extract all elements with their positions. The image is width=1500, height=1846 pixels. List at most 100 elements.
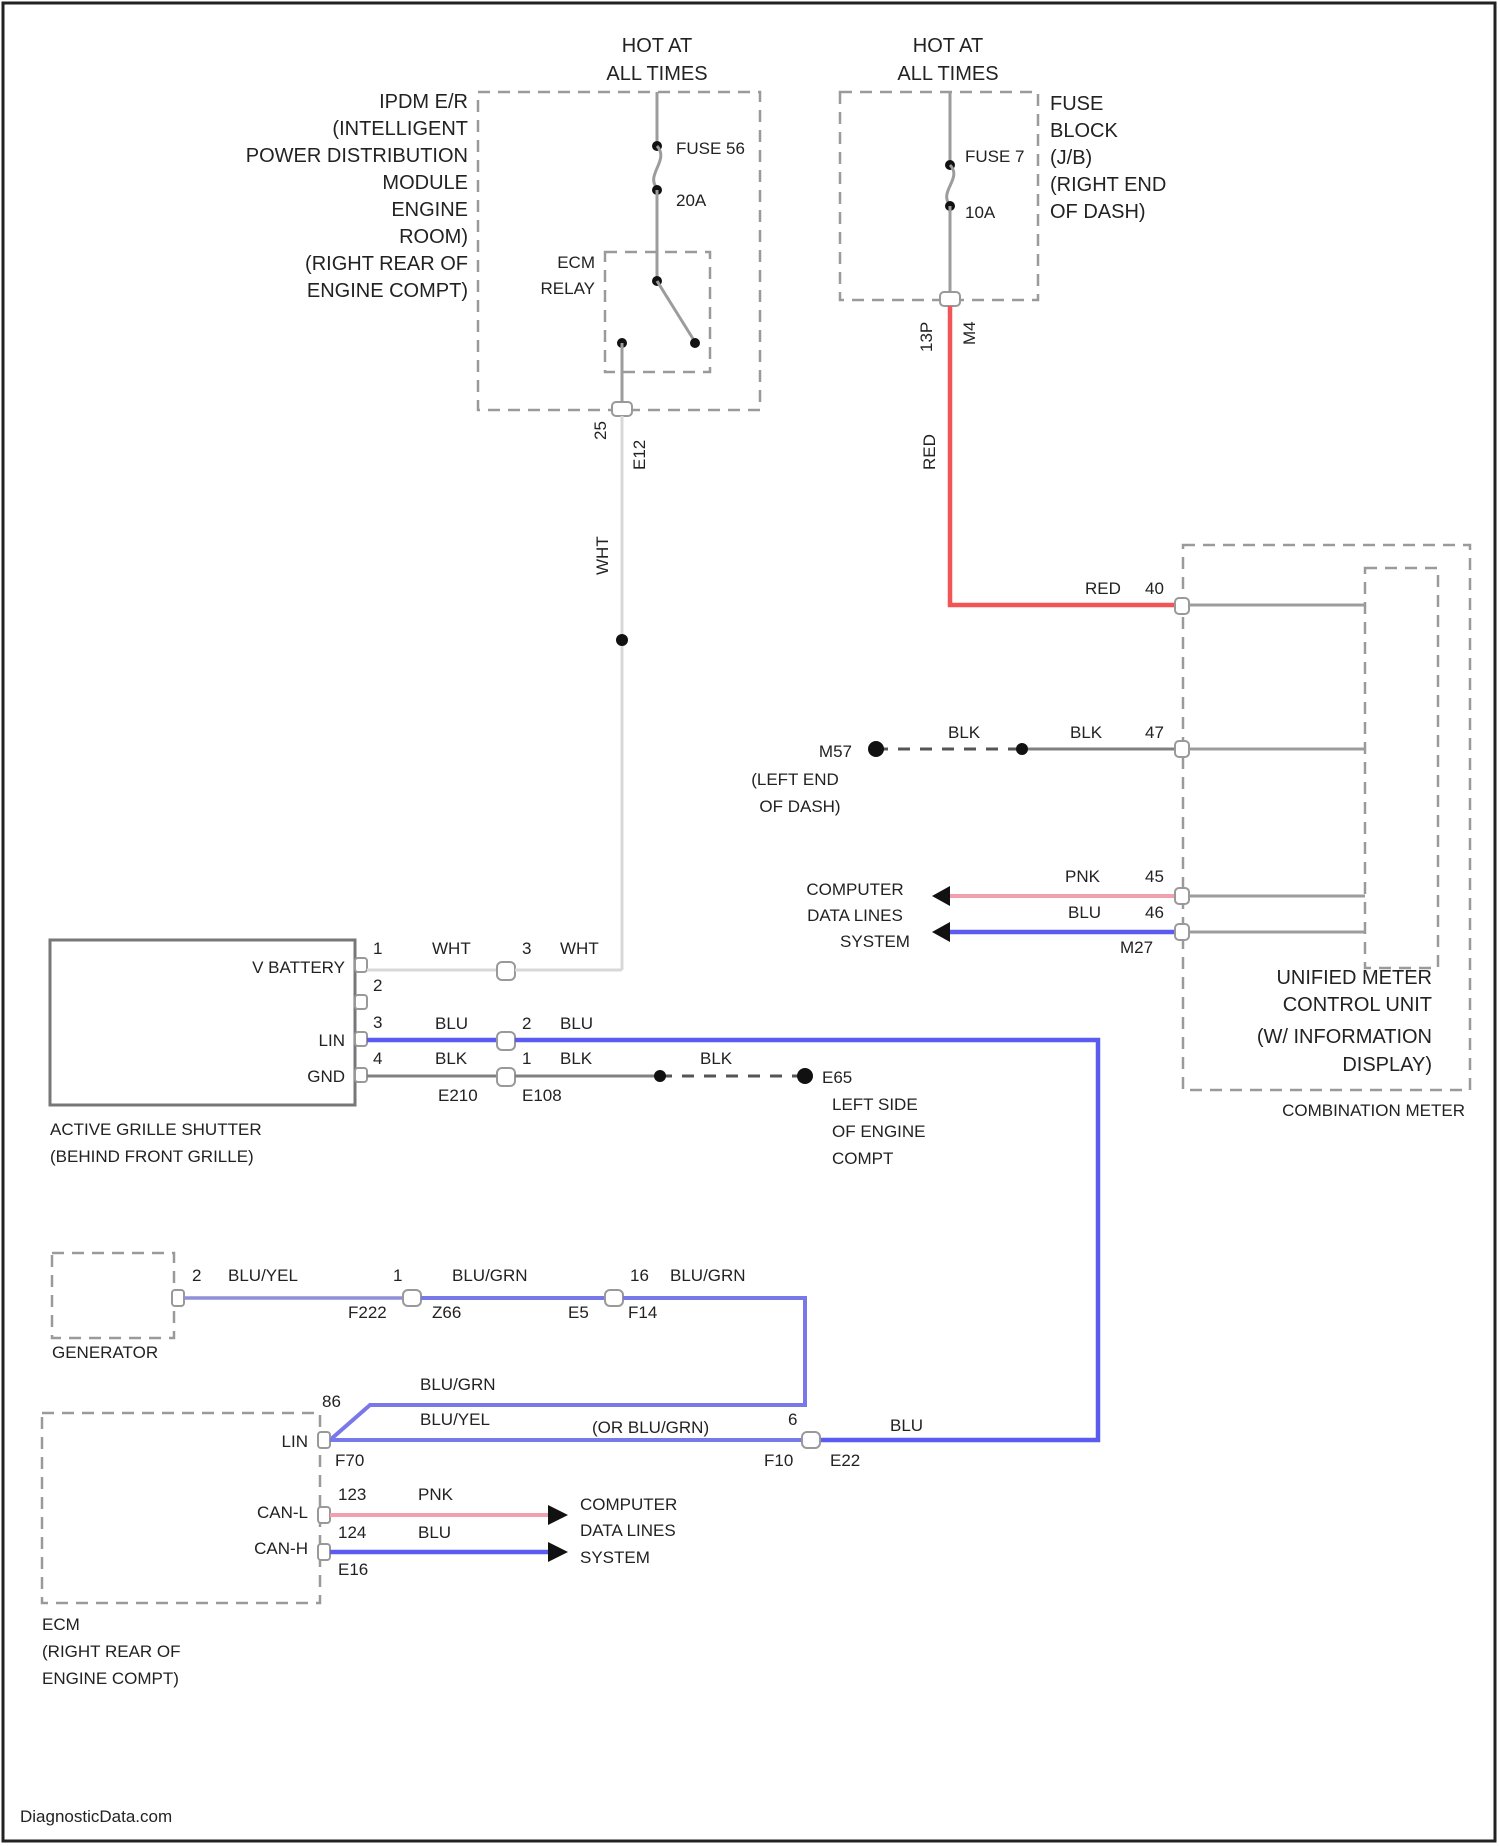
- fuse-block-name-4: (RIGHT END: [1050, 174, 1166, 196]
- fuse-7-label: FUSE 7: [965, 147, 1025, 166]
- ground-m57-id: M57: [819, 742, 852, 761]
- ecm-conn-f10: F10: [764, 1451, 793, 1470]
- ipdm-connector: [612, 402, 632, 416]
- ipdm-name-2: (INTELLIGENT: [332, 118, 468, 140]
- ecm-lin: LIN: [282, 1432, 308, 1451]
- meter-unit-2: CONTROL UNIT: [1283, 994, 1432, 1016]
- ecm-wire-can-blu: BLU: [418, 1523, 451, 1542]
- ecm-relay-label-1: ECM: [557, 253, 595, 272]
- ecm-label-2: (RIGHT REAR OF: [42, 1642, 181, 1661]
- ecm-conn-e22: E22: [830, 1451, 860, 1470]
- grille-conn-e108: E108: [522, 1086, 562, 1105]
- generator-pin-1: 1: [393, 1266, 402, 1285]
- ipdm-hot-line1: HOT AT: [622, 35, 692, 57]
- generator-label: GENERATOR: [52, 1343, 158, 1362]
- ground-e65-loc-1: LEFT SIDE: [832, 1095, 918, 1114]
- generator-conn-z66: Z66: [432, 1303, 461, 1322]
- grille-vbat: V BATTERY: [252, 958, 345, 977]
- grille-wire-blu-1: BLU: [435, 1014, 468, 1033]
- ipdm-wire-label: WHT: [593, 536, 612, 575]
- ground-e65-id: E65: [822, 1068, 852, 1087]
- generator-pin-2: 2: [192, 1266, 201, 1285]
- ecm-conn-f70: F70: [335, 1451, 364, 1470]
- grille-lin: LIN: [319, 1031, 345, 1050]
- grille-pin2-2: 2: [522, 1014, 531, 1033]
- meter-pin-40: 40: [1145, 579, 1164, 598]
- grille-pin2-1: 1: [522, 1049, 531, 1068]
- ecm-data-lines-1: COMPUTER: [580, 1495, 677, 1514]
- meter-unit-4: DISPLAY): [1342, 1054, 1432, 1076]
- ecm-relay-label-2: RELAY: [541, 279, 596, 298]
- grille-label-1: ACTIVE GRILLE SHUTTER: [50, 1120, 262, 1139]
- ground-e65-loc-3: COMPT: [832, 1149, 893, 1168]
- grille-pin2-3: 3: [522, 939, 531, 958]
- ecm-label-1: ECM: [42, 1615, 80, 1634]
- ground-m57-loc-2: OF DASH): [759, 797, 840, 816]
- ecm-pin-124: 124: [338, 1523, 366, 1542]
- fuse-block-wire-label: RED: [920, 434, 939, 470]
- ecm-wire-blu-yel: BLU/YEL: [420, 1410, 490, 1429]
- grille-pin-2: 2: [373, 976, 382, 995]
- ecm-pin-123: 123: [338, 1485, 366, 1504]
- generator-conn-f222: F222: [348, 1303, 387, 1322]
- generator-pin-16: 16: [630, 1266, 649, 1285]
- ecm-data-lines-3: SYSTEM: [580, 1548, 650, 1567]
- meter-data-lines-3: SYSTEM: [840, 932, 910, 951]
- fuse-block-conn: M4: [960, 321, 979, 345]
- grille-wire-blk-2: BLK: [560, 1049, 593, 1068]
- meter-pin-46: 46: [1145, 903, 1164, 922]
- grille-pin-3: 3: [373, 1013, 382, 1032]
- ecm-wire-blu-grn: BLU/GRN: [420, 1375, 496, 1394]
- fuse-block-hot-2: ALL TIMES: [897, 63, 998, 85]
- meter-wire-red: RED: [1085, 579, 1121, 598]
- grille-pin-4: 4: [373, 1049, 382, 1068]
- ground-e65-wire: BLK: [700, 1049, 733, 1068]
- ecm-wire-blu: BLU: [890, 1416, 923, 1435]
- ipdm-name-4: MODULE: [382, 172, 468, 194]
- ground-e65-loc-2: OF ENGINE: [832, 1122, 926, 1141]
- ipdm-name-5: ENGINE: [391, 199, 468, 221]
- grille-pin-1: 1: [373, 939, 382, 958]
- meter-data-lines-1: COMPUTER: [806, 880, 903, 899]
- grille-wire-wht-2: WHT: [560, 939, 599, 958]
- meter-data-lines-2: DATA LINES: [807, 906, 903, 925]
- meter-pin-45: 45: [1145, 867, 1164, 886]
- fuse-7-amp: 10A: [965, 203, 996, 222]
- meter-conn: M27: [1120, 938, 1153, 957]
- splice-wht: [616, 634, 628, 646]
- meter-wire-blk: BLK: [1070, 723, 1103, 742]
- ground-m57-loc-1: (LEFT END: [751, 770, 839, 789]
- generator-conn-e5: E5: [568, 1303, 589, 1322]
- fuse-block-name-1: FUSE: [1050, 93, 1103, 115]
- meter-wire-pnk: PNK: [1065, 867, 1101, 886]
- ipdm-hot-line2: ALL TIMES: [606, 63, 707, 85]
- ecm-can-h: CAN-H: [254, 1539, 308, 1558]
- generator-wire-3: BLU/GRN: [670, 1266, 746, 1285]
- meter-wire-blu: BLU: [1068, 903, 1101, 922]
- ecm-conn-e16: E16: [338, 1560, 368, 1579]
- ipdm-name-6: ROOM): [399, 226, 468, 248]
- grille-label-2: (BEHIND FRONT GRILLE): [50, 1147, 254, 1166]
- ipdm-name-8: ENGINE COMPT): [307, 280, 468, 302]
- ipdm-pin: 25: [591, 421, 610, 440]
- ecm-pin-86: 86: [322, 1392, 341, 1411]
- ecm-label-3: ENGINE COMPT): [42, 1669, 179, 1688]
- fuse-56-amp: 20A: [676, 191, 707, 210]
- ecm-wire-pnk: PNK: [418, 1485, 454, 1504]
- combination-meter-label: COMBINATION METER: [1282, 1101, 1465, 1120]
- ipdm-name-3: POWER DISTRIBUTION: [246, 145, 468, 167]
- fuse-block-connector: [940, 292, 960, 306]
- ecm-wire-alt: (OR BLU/GRN): [592, 1418, 709, 1437]
- grille-conn-e210: E210: [438, 1086, 478, 1105]
- ecm-pin-6: 6: [788, 1410, 797, 1429]
- generator-wire-1: BLU/YEL: [228, 1266, 298, 1285]
- generator-wire-2: BLU/GRN: [452, 1266, 528, 1285]
- generator-conn-f14: F14: [628, 1303, 657, 1322]
- ipdm-name-7: (RIGHT REAR OF: [305, 253, 468, 275]
- fuse-block-hot-1: HOT AT: [913, 35, 983, 57]
- grille-wire-blk-1: BLK: [435, 1049, 468, 1068]
- fuse-block-name-5: OF DASH): [1050, 201, 1146, 223]
- ground-e65-symbol: [797, 1068, 813, 1084]
- fuse-block-name-3: (J/B): [1050, 147, 1092, 169]
